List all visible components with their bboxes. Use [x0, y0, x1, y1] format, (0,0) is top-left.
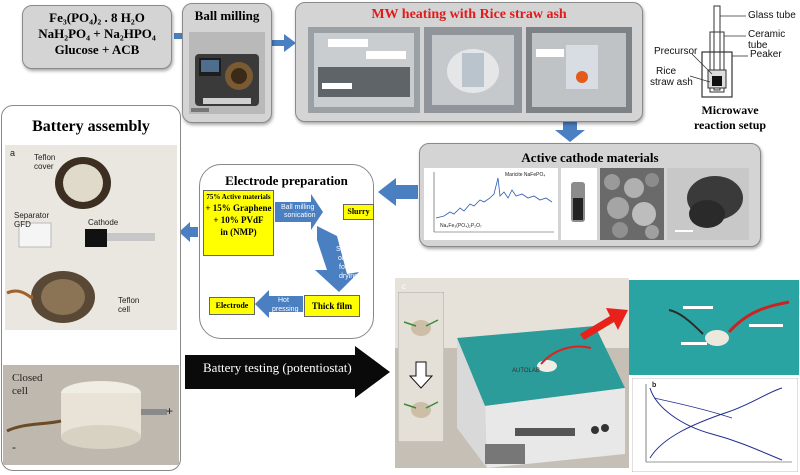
arrow-electrode-to-assembly: [179, 222, 198, 242]
xrd-pattern-chart: [424, 168, 558, 240]
arrow-cathode-to-electrode: [378, 178, 418, 206]
mix-line-4: in (NMP): [220, 227, 257, 237]
cell-closeup-photo: [629, 280, 799, 375]
slurry-box: Slurry: [343, 204, 374, 220]
plus-terminal-label: +: [166, 404, 174, 418]
microwave-photo-1: [308, 27, 420, 113]
red-zoom-arrow: [580, 308, 628, 340]
active-cathode-title: Active cathode materials: [521, 150, 659, 165]
peaker-label: Peaker: [750, 49, 782, 60]
battery-assembly-title: Battery assembly: [32, 118, 150, 135]
mw-heating-box: MW heating with Rice straw ash: [295, 2, 643, 122]
precursor-line-3: Glucose + ACB: [54, 42, 140, 57]
panel-c-label: c: [402, 282, 406, 291]
tem-image: [667, 168, 749, 240]
battery-assembly-photo: [5, 145, 177, 330]
electrode-label: Electrode: [215, 301, 249, 310]
precursor-label: Precursor: [654, 46, 698, 57]
reaction-setup-caption-1: Microwave: [701, 103, 759, 117]
rice-ash-label-1: Rice: [656, 66, 677, 77]
panel-a-label: a: [10, 148, 16, 158]
mix-line-1: 75% Active materials: [206, 193, 271, 201]
closed-cell-photo: [3, 365, 179, 465]
microwave-photo-3: [526, 27, 632, 113]
xrd-sample-label: Na₄Fe₃(PO₄)₂P₂O₇: [440, 223, 482, 229]
ball-milling-sonication-label-1: Ball milling: [281, 204, 315, 211]
ball-milling-box: Ball milling: [182, 3, 272, 123]
ball-mill-machine-photo: [189, 32, 265, 114]
closed-cell-label-2: cell: [12, 385, 28, 397]
electrode-prep-arrows: [255, 194, 359, 318]
charge-discharge-plot: [632, 378, 798, 472]
reaction-setup-caption-2: reaction setup: [693, 118, 767, 132]
spread-label-4: drying: [339, 273, 359, 280]
thick-film-label: Thick film: [311, 301, 353, 311]
cathode-powder-photo: [561, 168, 597, 240]
autolab-brand-label: AUTOLAB: [512, 368, 540, 374]
hot-pressing-label-2: pressing: [272, 306, 299, 313]
reaction-setup-diagram: [689, 5, 748, 98]
minus-terminal-label: -: [12, 440, 16, 454]
rice-ash-label-2: straw ash: [650, 77, 693, 88]
teflon-cover-label-1: Teflon: [34, 153, 56, 162]
cathode-label: Cathode: [88, 218, 119, 227]
xrd-ref-label: Maricite NaFePO₄: [505, 172, 546, 178]
spread-label-3: foil +: [339, 264, 354, 271]
hot-pressing-label-1: Hot: [278, 297, 289, 304]
precursor-box: Fe₃(PO₄)₂ . 8 H₂O NaH₂PO₄ + Na₂HPO₄ Gluc…: [22, 5, 172, 69]
battery-testing-label: Battery testing (potentiostat): [203, 360, 352, 375]
separator-label-1: Separator: [14, 211, 50, 220]
electrode-prep-title: Electrode preparation: [225, 173, 348, 188]
ball-milling-sonication-label-2: sonication: [284, 212, 316, 219]
arrow-ballmill-to-mw: [272, 34, 296, 52]
sem-image: [600, 168, 664, 240]
mw-heating-title: MW heating with Rice straw ash: [371, 7, 567, 22]
microwave-photo-2: [424, 27, 522, 113]
electrode-mixture-box: 75% Active materials + 15% Graphene + 10…: [203, 190, 274, 256]
thick-film-box: Thick film: [304, 295, 360, 317]
glass-tube-label: Glass tube: [748, 10, 796, 21]
panel-b-label: b: [652, 382, 657, 389]
electrode-box: Electrode: [209, 297, 255, 315]
teflon-cell-label-1: Teflon: [118, 296, 140, 305]
battery-testing-arrow: [185, 346, 390, 398]
arrow-mw-to-cathode: [555, 121, 585, 142]
slurry-label: Slurry: [347, 207, 370, 216]
ball-milling-title: Ball milling: [194, 8, 260, 23]
teflon-cover-label-2: cover: [34, 162, 54, 171]
separator-label-2: GFD: [14, 220, 31, 229]
mix-line-2: + 15% Graphene: [205, 203, 272, 213]
precursor-line-1: Fe₃(PO₄)₂ . 8 H₂O: [49, 10, 145, 25]
cell-inset-photos: [398, 292, 444, 442]
closed-cell-label-1: Closed: [12, 372, 43, 384]
spread-label-2: on Al: [338, 255, 354, 262]
teflon-cell-label-2: cell: [118, 305, 131, 314]
mix-line-3: + 10% PVdF: [213, 215, 264, 225]
spread-label-1: Spread: [336, 246, 359, 253]
precursor-line-2: NaH₂PO₄ + Na₂HPO₄: [38, 26, 156, 41]
ceramic-tube-label: Ceramic tube: [748, 29, 786, 51]
